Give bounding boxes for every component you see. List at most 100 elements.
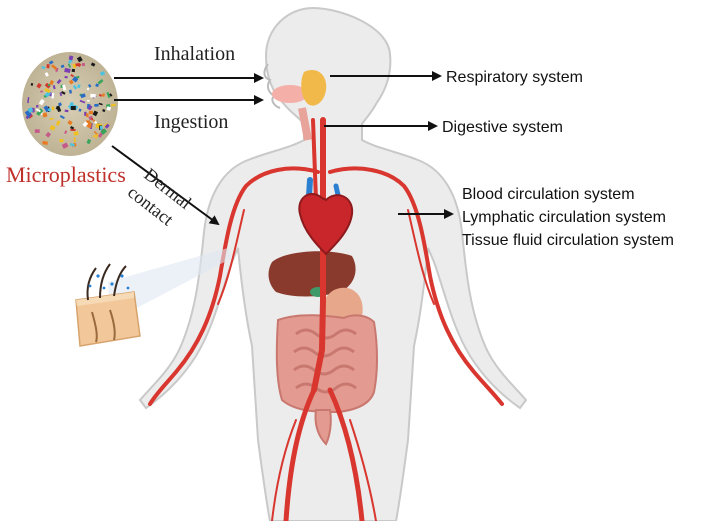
- plastic-fragment: [87, 105, 93, 111]
- plastic-fragment: [38, 98, 45, 106]
- respiratory-system-label: Respiratory system: [446, 69, 583, 86]
- plastic-fragment: [92, 134, 97, 138]
- plastic-fragment: [68, 79, 74, 85]
- left-arm-branch: [217, 209, 245, 305]
- plastic-fragment: [44, 72, 49, 77]
- plastic-fragment: [64, 109, 69, 113]
- plastic-fragment: [35, 108, 41, 113]
- plastic-fragment: [90, 117, 94, 121]
- particle-dots: [88, 274, 130, 290]
- carotid: [311, 118, 318, 202]
- plastic-fragment: [56, 79, 62, 85]
- plastic-fragment: [61, 142, 69, 149]
- plastic-fragment: [69, 89, 72, 94]
- plastic-fragment: [47, 108, 52, 112]
- plastic-fragment: [55, 120, 61, 126]
- plastic-fragment: [85, 113, 89, 118]
- microplastics-pile: [22, 52, 118, 156]
- plastic-fragment: [109, 93, 113, 97]
- plastic-fragment: [74, 63, 79, 67]
- dermal-contact-label: Dermal contact: [124, 164, 195, 229]
- plastic-fragment: [104, 123, 110, 129]
- plastic-fragment: [72, 84, 78, 90]
- plastic-fragment: [68, 55, 74, 61]
- plastic-fragment: [59, 138, 64, 143]
- plastic-fragment: [62, 84, 67, 91]
- plastic-fragment: [82, 121, 89, 128]
- plastic-fragment: [98, 102, 103, 106]
- plastic-fragment: [76, 56, 83, 63]
- plastic-fragment: [92, 110, 99, 117]
- plastic-fragment: [99, 71, 106, 76]
- trachea: [298, 107, 312, 141]
- right-arm-branch: [407, 209, 435, 305]
- plastic-fragment: [64, 67, 71, 74]
- lymphatic-circulation-label: Lymphatic circulation system: [462, 209, 666, 226]
- plastic-fragment: [49, 117, 54, 120]
- plastic-fragment: [57, 102, 63, 107]
- plastic-fragment: [59, 92, 63, 97]
- plastic-fragment: [39, 108, 44, 113]
- aorta: [311, 117, 326, 393]
- hair-strands: [86, 263, 127, 301]
- plastic-fragment: [106, 106, 112, 111]
- plastic-fragment: [111, 103, 116, 107]
- plastic-fragment: [71, 68, 76, 73]
- plastic-fragment: [95, 133, 99, 139]
- plastic-fragment: [100, 128, 108, 135]
- plastic-fragment: [44, 82, 51, 89]
- plastic-fragment: [55, 67, 59, 73]
- plastic-fragment: [27, 97, 30, 104]
- plastic-fragment: [45, 131, 52, 138]
- microplastics-label: Microplastics: [6, 162, 126, 187]
- plastic-fragment: [70, 74, 75, 78]
- right-leg-artery: [327, 387, 365, 521]
- plastic-fragment: [67, 58, 73, 64]
- plastic-fragment: [40, 90, 43, 93]
- plastic-fragment: [81, 63, 85, 67]
- plastic-fragment: [78, 108, 82, 112]
- plastic-fragment: [98, 93, 103, 97]
- plastic-fragment: [51, 106, 55, 111]
- dermal-arrow: [111, 145, 220, 226]
- thyroid-respiratory-organ: [301, 70, 327, 106]
- plastic-fragment: [48, 60, 54, 65]
- plastic-fragments: [24, 55, 116, 149]
- plastic-fragment: [90, 93, 96, 98]
- plastic-fragment: [72, 76, 79, 83]
- nasal-cavity: [272, 85, 308, 103]
- large-intestine: [275, 314, 378, 414]
- plastic-fragment: [80, 93, 86, 99]
- plastic-fragment: [88, 83, 92, 88]
- ingestion-label: Ingestion: [154, 111, 228, 133]
- organs: [268, 70, 378, 446]
- plastic-fragment: [86, 87, 90, 91]
- plastic-fragment: [102, 109, 106, 113]
- plastic-fragment: [94, 103, 99, 107]
- plastic-fragment: [46, 64, 50, 69]
- tissue-fluid-circulation-label: Tissue fluid circulation system: [462, 232, 674, 249]
- plastic-fragment: [60, 64, 65, 69]
- plastic-fragment: [36, 104, 39, 108]
- plastic-fragment: [69, 142, 75, 147]
- plastic-fragment: [70, 102, 74, 105]
- plastic-fragment: [64, 75, 68, 79]
- plastic-fragment: [73, 137, 76, 142]
- plastic-fragment: [70, 105, 76, 111]
- plastic-fragment: [64, 130, 68, 135]
- heart: [298, 193, 354, 256]
- follicles: [91, 309, 116, 343]
- plastic-fragment: [95, 83, 100, 88]
- plastic-fragment: [27, 113, 31, 118]
- plastic-fragment: [44, 87, 51, 94]
- plastic-fragment: [67, 63, 72, 68]
- plastic-fragment: [72, 63, 77, 69]
- plastic-fragment: [36, 82, 42, 89]
- plastic-fragment: [67, 120, 73, 126]
- plastic-fragment: [42, 112, 48, 118]
- small-intestine: [293, 328, 357, 394]
- liver: [268, 251, 356, 297]
- plastic-fragment: [77, 84, 81, 89]
- plastic-fragment: [70, 129, 76, 131]
